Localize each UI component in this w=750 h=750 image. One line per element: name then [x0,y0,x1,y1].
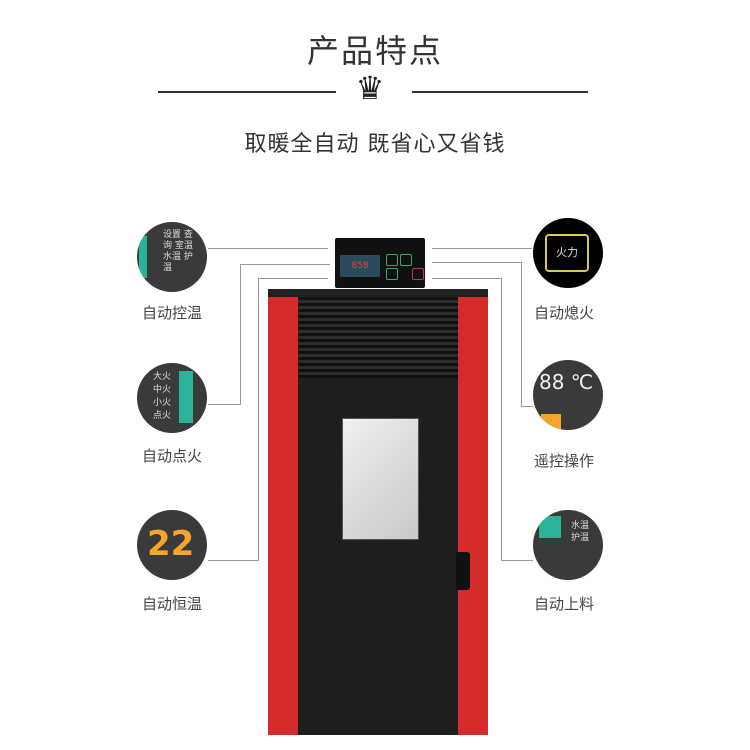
divider [412,91,588,93]
minus-button[interactable] [400,254,412,266]
feature-label: 自动点火 [141,447,202,465]
connector-line [432,248,532,249]
connector-line [432,262,522,263]
connector-line [208,560,259,561]
connector-line [501,278,502,560]
subtitle: 取暖全自动 既省心又省钱 [244,132,506,157]
connector-line [258,278,328,279]
power-button[interactable] [412,268,424,280]
feature-label: 自动熄火 [533,304,594,322]
control-panel-display: 858 [340,255,380,277]
connector-line [501,560,533,561]
connector-line [208,404,241,405]
connector-line [208,248,328,249]
divider [158,91,336,93]
stove-top [268,289,488,297]
feature-icon-ignition: 大火 中火 小火 点火 [137,363,207,433]
down-button[interactable] [386,268,398,280]
crown-icon: ♛ [355,69,385,107]
door-handle [456,552,470,590]
connector-line [521,406,533,407]
page-title: 产品特点 [306,32,443,70]
stove-window [342,418,419,540]
stove-grille [298,297,458,378]
feature-icon-remote: 88 ℃ [533,360,603,430]
stove-side-panel-right [458,297,488,735]
connector-line [432,278,502,279]
feature-label: 自动控温 [141,304,202,322]
connector-line [258,278,259,560]
connector-line [521,262,522,407]
stove-side-panel-left [268,297,298,735]
feature-label: 自动恒温 [141,595,202,613]
feature-icon-auto-feed: 水温 护温 [533,510,603,580]
feature-icon-flameout: 火力 [533,218,603,288]
feature-icon-temp-control: 设置 查询 室温 水温 护温 [137,222,207,292]
feature-label: 自动上料 [533,595,594,613]
connector-line [240,264,241,404]
feature-icon-constant-temp: 22 [137,510,207,580]
up-button[interactable] [386,254,398,266]
feature-label: 遥控操作 [533,452,594,470]
connector-line [240,264,330,265]
